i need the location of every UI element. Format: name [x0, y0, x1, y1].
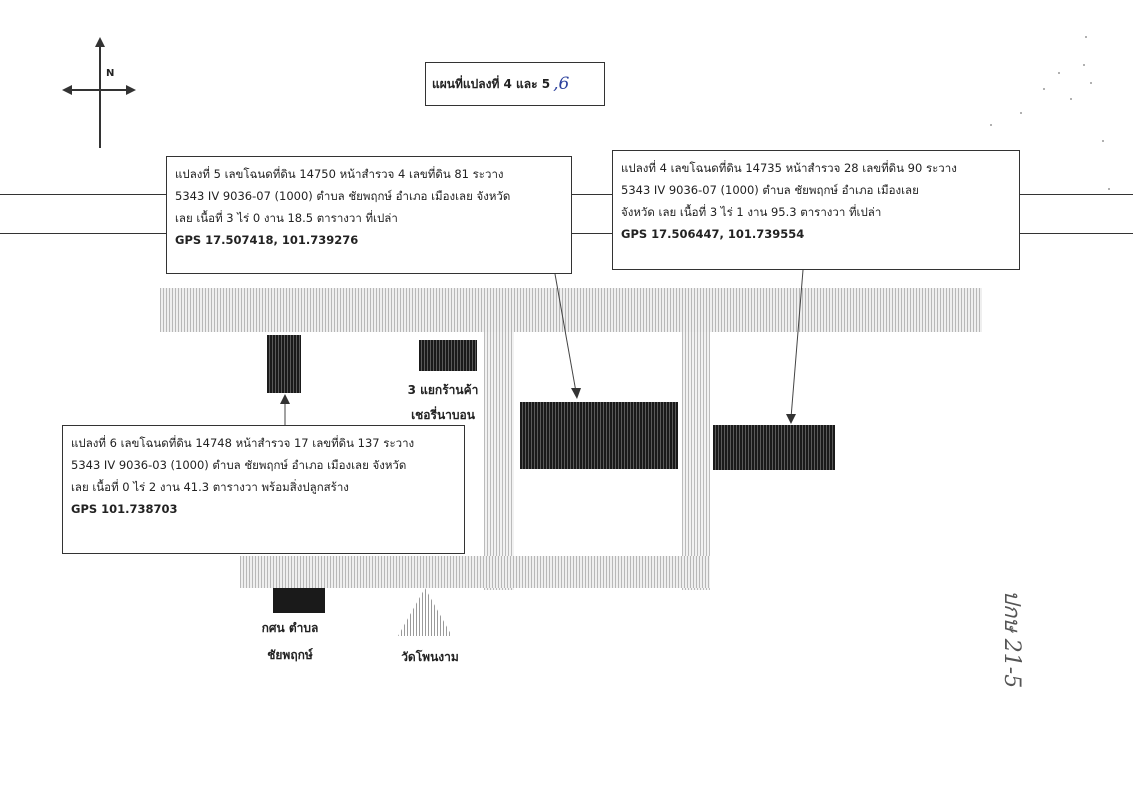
- road-vertical-left: [484, 332, 514, 590]
- junction-shop-block: [419, 340, 477, 371]
- scan-speck: [1102, 140, 1104, 142]
- office-label-line-1: กศน ตำบล: [261, 621, 319, 635]
- parcel-4-line-3: จังหวัด เลย เนื้อที่ 3 ไร่ 1 งาน 95.3 ตา…: [621, 205, 882, 219]
- parcel-4-leader-line: [790, 269, 804, 419]
- scan-speck: [1090, 82, 1092, 84]
- north-arrow-icon: [95, 37, 105, 47]
- parcel-5-line-1: แปลงที่ 5 เลขโฉนดที่ดิน 14750 หน้าสำรวจ …: [175, 167, 504, 181]
- main-road-horizontal: [160, 288, 982, 332]
- map-title: แผนที่แปลงที่ 4 และ 5: [432, 76, 551, 91]
- parcel-6-block: [267, 335, 301, 393]
- parcel-5-block: [520, 402, 678, 469]
- east-arrow-icon: [126, 85, 136, 95]
- parcel-4-line-2: 5343 IV 9036-07 (1000) ตำบล ชัยพฤกษ์ อำเ…: [621, 183, 919, 197]
- parcel-6-line-1: แปลงที่ 6 เลขโฉนดที่ดิน 14748 หน้าสำรวจ …: [71, 436, 415, 450]
- map-title-box: แผนที่แปลงที่ 4 และ 5 ,6: [425, 62, 605, 106]
- scan-speck: [1070, 98, 1072, 100]
- parcel-6-line-2: 5343 IV 9036-03 (1000) ตำบล ชัยพฤกษ์ อำเ…: [71, 458, 407, 472]
- parcel-5-info-box: แปลงที่ 5 เลขโฉนดที่ดิน 14750 หน้าสำรวจ …: [166, 156, 572, 274]
- parcel-5-gps: GPS 17.507418, 101.739276: [175, 233, 359, 247]
- scan-speck: [1085, 36, 1087, 38]
- junction-label-line-2: เชอรี่นาบอน: [411, 408, 475, 422]
- scan-speck: [1083, 64, 1085, 66]
- parcel-6-arrowhead-icon: [280, 394, 290, 404]
- scan-speck: [1058, 72, 1060, 74]
- compass-vertical-line: [99, 40, 101, 148]
- parcel-6-info-box: แปลงที่ 6 เลขโฉนดที่ดิน 14748 หน้าสำรวจ …: [62, 425, 465, 554]
- margin-handwritten-note: ปกษ 21-5: [999, 590, 1024, 689]
- map-title-handwritten: ,6: [553, 74, 570, 94]
- scan-speck: [1020, 112, 1022, 114]
- scan-speck: [1108, 188, 1110, 190]
- office-label-line-2: ชัยพฤกษ์: [267, 648, 313, 662]
- parcel-6-line-3: เลย เนื้อที่ 0 ไร่ 2 งาน 41.3 ตารางวา พร…: [71, 480, 349, 494]
- junction-label: 3 แยกร้านค้า เชอรี่นาบอน: [388, 381, 498, 425]
- compass-horizontal-line: [66, 89, 132, 91]
- scan-speck: [990, 124, 992, 126]
- lower-road-horizontal: [240, 556, 710, 588]
- compass-north-label: N: [106, 68, 115, 79]
- parcel-4-block: [713, 425, 835, 470]
- parcel-5-line-3: เลย เนื้อที่ 3 ไร่ 0 งาน 18.5 ตารางวา ที…: [175, 211, 398, 225]
- parcel-4-gps: GPS 17.506447, 101.739554: [621, 227, 805, 241]
- junction-label-line-1: 3 แยกร้านค้า: [407, 383, 479, 397]
- scan-speck: [1043, 88, 1045, 90]
- parcel-5-leader-line: [554, 273, 577, 393]
- road-vertical-right: [682, 332, 710, 590]
- parcel-5-line-2: 5343 IV 9036-07 (1000) ตำบล ชัยพฤกษ์ อำเ…: [175, 189, 511, 203]
- parcel-4-info-box: แปลงที่ 4 เลขโฉนดที่ดิน 14735 หน้าสำรวจ …: [612, 150, 1020, 270]
- temple-label: วัดโพนงาม: [401, 650, 459, 664]
- parcel-4-arrowhead-icon: [786, 414, 796, 424]
- office-label: กศน ตำบล ชัยพฤกษ์: [240, 619, 340, 665]
- parcel-6-gps: GPS 101.738703: [71, 502, 178, 516]
- west-arrow-icon: [62, 85, 72, 95]
- temple-triangle-icon: [398, 588, 452, 636]
- office-block: [273, 588, 325, 613]
- parcel-5-arrowhead-icon: [571, 388, 581, 399]
- parcel-4-line-1: แปลงที่ 4 เลขโฉนดที่ดิน 14735 หน้าสำรวจ …: [621, 161, 957, 175]
